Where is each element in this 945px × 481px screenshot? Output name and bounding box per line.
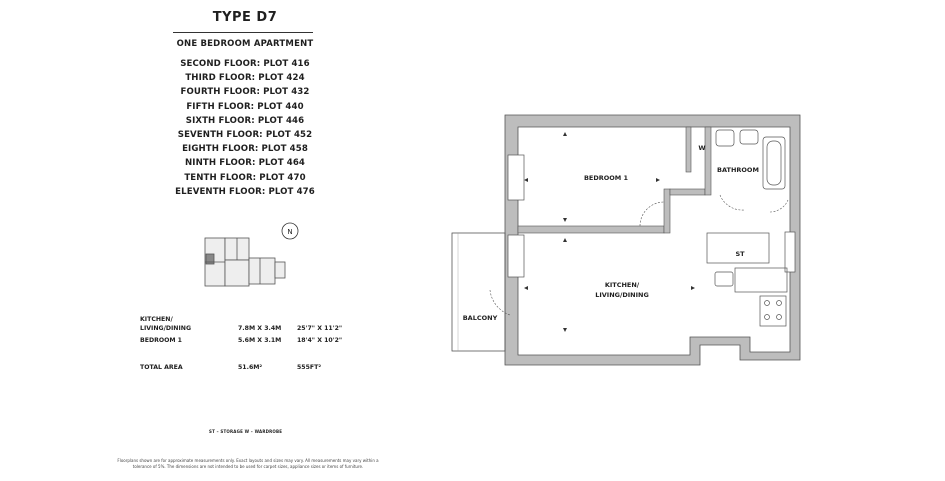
- key-plan-building: [204, 237, 286, 287]
- bathroom-fixtures: [715, 129, 786, 190]
- plot-item: SIXTH FLOOR: PLOT 446: [185, 115, 305, 126]
- room-label-kitchen: KITCHEN/: [605, 281, 640, 289]
- room-label-wardrobe: W: [698, 144, 705, 152]
- room-label-balcony: BALCONY: [463, 314, 498, 322]
- plot-item: FOURTH FLOOR: PLOT 432: [180, 87, 310, 98]
- plot-item: ELEVENTH FLOOR: PLOT 476: [175, 186, 315, 197]
- toilet-icon: [715, 129, 735, 147]
- disclaimer: Floorplans shown are for approximate mea…: [117, 458, 379, 469]
- floor-plan: BEDROOM 1 W BATHROOM ST KITCHEN/ LIVING/…: [451, 114, 801, 366]
- area-imperial: 555FT²: [297, 364, 322, 371]
- legend: ST – STORAGE W – WARDROBE: [209, 429, 283, 434]
- doors: [489, 194, 789, 316]
- area-label: BEDROOM 1: [140, 337, 182, 344]
- basin-icon: [739, 129, 759, 145]
- interior-walls: [517, 126, 712, 234]
- area-label: LIVING/DINING: [140, 325, 192, 332]
- area-metric: 7.8M X 3.4M: [238, 325, 282, 332]
- north-label: N: [287, 228, 292, 236]
- plot-item: NINTH FLOOR: PLOT 464: [185, 158, 305, 169]
- room-label-storage: ST: [735, 250, 745, 258]
- sink-icon: [714, 271, 734, 287]
- area-imperial: 25'7" X 11'2": [297, 325, 343, 332]
- apartment-type: ONE BEDROOM APARTMENT: [176, 39, 314, 49]
- plot-item: SEVENTH FLOOR: PLOT 452: [177, 129, 313, 140]
- plot-item: SECOND FLOOR: PLOT 416: [180, 59, 310, 69]
- area-metric: 51.6M²: [238, 364, 263, 371]
- bath-icon: [762, 136, 786, 190]
- title-divider: [173, 32, 313, 33]
- plot-item: THIRD FLOOR: PLOT 424: [185, 73, 305, 84]
- page-title: TYPE D7: [212, 10, 278, 25]
- windows: [507, 154, 796, 278]
- area-label: KITCHEN/: [140, 316, 173, 323]
- kitchen-units: [706, 232, 788, 327]
- area-metric: 5.6M X 3.1M: [238, 337, 282, 344]
- plot-item: TENTH FLOOR: PLOT 470: [184, 172, 306, 183]
- key-plan: N: [204, 222, 299, 287]
- area-imperial: 18'4" X 10'2": [297, 337, 343, 344]
- kitchen-counter: [734, 267, 788, 293]
- dimension-markers: [524, 132, 695, 332]
- room-label-bathroom: BATHROOM: [717, 166, 759, 174]
- area-label: TOTAL AREA: [140, 364, 183, 371]
- plot-item: FIFTH FLOOR: PLOT 440: [186, 101, 304, 112]
- plot-list: SECOND FLOOR: PLOT 416 THIRD FLOOR: PLOT…: [100, 57, 390, 199]
- room-label-living: LIVING/DINING: [595, 291, 649, 299]
- room-label-bedroom: BEDROOM 1: [584, 174, 629, 182]
- north-arrow: N: [281, 222, 299, 240]
- outer-walls: [504, 114, 801, 366]
- storage-cupboard: [706, 232, 770, 264]
- hob-icon: [759, 295, 787, 327]
- balcony: [451, 232, 506, 352]
- plot-item: EIGHTH FLOOR: PLOT 458: [182, 144, 308, 155]
